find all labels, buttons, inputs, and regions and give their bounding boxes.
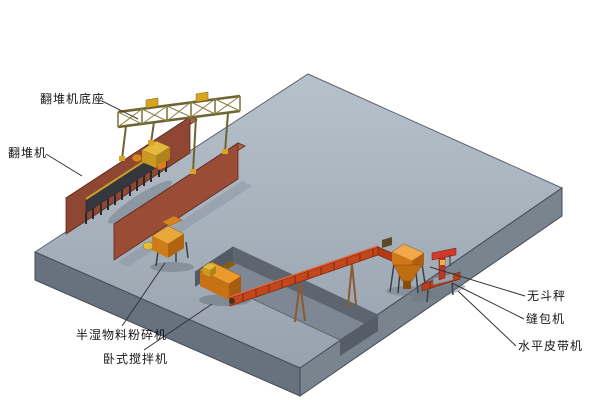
gantry-foot-2 [148, 140, 154, 145]
platform-front-right-face [299, 187, 563, 397]
platform [33, 73, 564, 397]
leader-lines [45, 100, 526, 351]
mixer-motor-top [203, 263, 216, 270]
turner-cab-front [142, 150, 156, 168]
gantry-box-1 [145, 97, 159, 109]
sewing-base-plate [432, 272, 454, 286]
crusher-hopper [161, 215, 183, 227]
turner-gantry-base [117, 91, 241, 174]
crusher-motor [142, 241, 154, 251]
label-hopper-scale: 无斗秤 [527, 289, 567, 303]
gantry-legs [121, 112, 229, 173]
label-mixer: 卧式搅拌机 [103, 352, 169, 366]
sewing-arm [431, 247, 457, 261]
bagging-station [410, 247, 466, 303]
hopper-legs [389, 263, 427, 294]
gantry-foot-1 [119, 156, 125, 161]
turner-tines [85, 161, 167, 224]
crusher [142, 215, 194, 272]
turner-cab-side [156, 147, 170, 168]
mixer-body-front [200, 270, 229, 300]
conveyor-tail-pulley [229, 298, 235, 304]
pit-exit-notch [340, 315, 378, 356]
conveyor-head-motor [382, 237, 392, 248]
leader-sewing-machine [451, 282, 525, 320]
turner-wall-front-front [113, 142, 239, 261]
conveyor-support-legs [294, 263, 357, 323]
mixer-chute [222, 261, 236, 269]
gantry-foot-4 [222, 149, 228, 154]
leader-mixer [143, 303, 213, 351]
label-belt-conveyor: 水平皮带机 [518, 339, 584, 353]
gantry-foot-3 [190, 169, 196, 174]
conveyor-belt-highlight [229, 245, 379, 298]
leader-belt-conveyor [457, 290, 517, 347]
pit-back-wall [233, 247, 378, 330]
gantry-chords [117, 94, 241, 129]
conveyor-truss-lines [242, 249, 374, 302]
mixer-motor-side [210, 266, 216, 277]
sewing-shadow [410, 284, 466, 302]
label-turner: 翻堆机 [8, 146, 48, 160]
crusher-body-front [152, 236, 168, 258]
mixer-motor-front [203, 267, 210, 277]
gantry-box-2 [195, 91, 209, 103]
leader-crusher [121, 262, 166, 327]
leader-turner-base [101, 100, 139, 120]
sewing-detail [440, 260, 445, 265]
hopper-shadow [386, 286, 430, 296]
label-crusher: 半湿物料粉碎机 [76, 328, 168, 342]
hopper-scale [386, 243, 430, 296]
gantry-verticals [117, 96, 241, 127]
turner-motor [131, 153, 143, 163]
turner-shadow [107, 180, 173, 224]
label-sewing-machine: 缝包机 [526, 312, 566, 326]
label-turner-base: 翻堆机底座 [40, 92, 106, 106]
leader-turner [45, 153, 83, 177]
hopper-funnel [393, 264, 423, 282]
compost-turner [65, 116, 252, 267]
leader-hopper-scale [429, 266, 526, 297]
belt-legs [426, 282, 454, 303]
hopper-discharge-chute [403, 281, 411, 289]
crusher-body-side [168, 234, 184, 258]
gantry-bracing [117, 95, 241, 128]
turner-gearbox [158, 161, 166, 170]
